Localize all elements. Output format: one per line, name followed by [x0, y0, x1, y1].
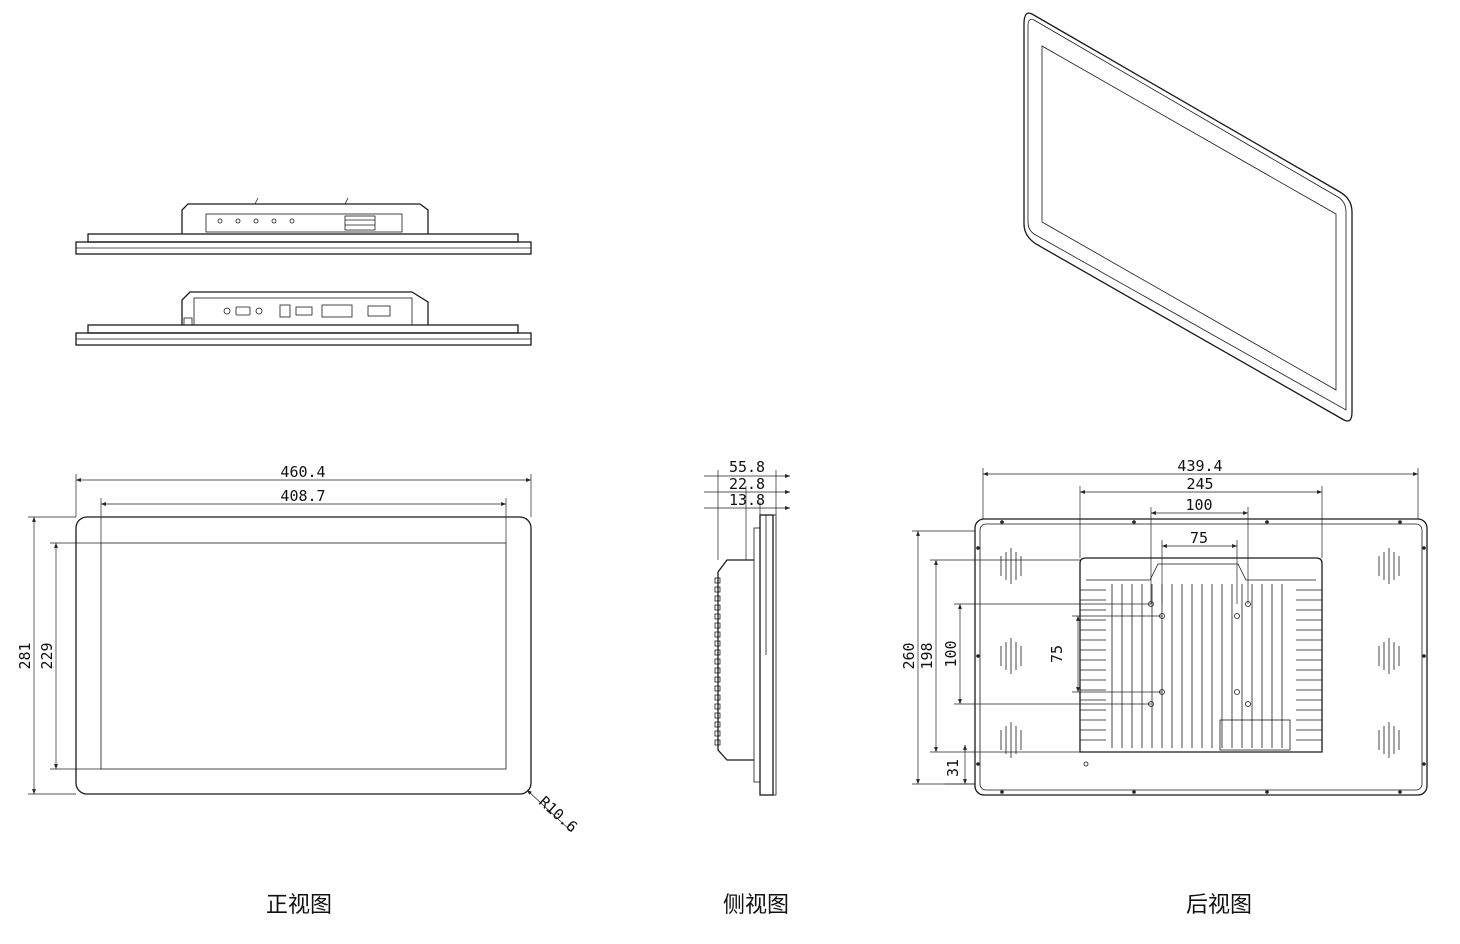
- dim-mount-span: 245: [1186, 475, 1213, 493]
- dim-total-depth: 55.8: [729, 458, 765, 476]
- vent-grid: [344, 215, 376, 231]
- dim-corner-radius: R10.6: [535, 793, 581, 837]
- hdmi-port-icon: [295, 306, 313, 316]
- vent-cluster: [1000, 722, 1022, 758]
- heatsink-fins: [714, 577, 721, 746]
- dim-vesa-100-v: 100: [942, 640, 960, 667]
- vent-cluster: [1378, 722, 1400, 758]
- dim-vesa-100-h: 100: [1185, 496, 1212, 514]
- back-view: 439.4 245 100 75 260 198 100 75 31: [900, 457, 1428, 796]
- dim-outer-width: 460.4: [280, 463, 325, 481]
- bottom-view: [75, 291, 532, 346]
- dc-jack-icon: [279, 304, 291, 318]
- vent-cluster: [1000, 638, 1022, 674]
- perspective-view: [1023, 12, 1353, 422]
- dim-outer-height: 281: [16, 642, 34, 669]
- caption-back-view: 后视图: [1186, 893, 1252, 918]
- dim-inner-height: 229: [38, 642, 56, 669]
- front-view: 460.4 408.7 281 229 R10.6: [16, 463, 581, 836]
- dim-mount-height: 198: [918, 642, 936, 669]
- mounting-screws: [976, 520, 1426, 794]
- back-heatsink-fins: [1080, 584, 1322, 748]
- dvi-port-icon: [321, 304, 353, 318]
- dim-vesa-75-h: 75: [1190, 529, 1208, 547]
- dim-back-height: 260: [900, 642, 918, 669]
- caption-side-view: 侧视图: [723, 893, 789, 918]
- dim-inner-width: 408.7: [280, 487, 325, 505]
- top-view: [75, 197, 532, 255]
- caption-front-view: 正视图: [266, 893, 332, 918]
- vent-cluster: [1378, 548, 1400, 584]
- port-icon: [223, 307, 231, 315]
- vent-cluster: [1378, 638, 1400, 674]
- usb-port-icon: [235, 306, 251, 316]
- vent-cluster: [1000, 548, 1022, 584]
- dim-mid-depth: 22.8: [729, 475, 765, 493]
- vga-port-icon: [367, 305, 391, 317]
- side-view: 55.8 22.8 13.8: [704, 458, 790, 796]
- dim-vesa-75-v: 75: [1048, 645, 1066, 663]
- dim-bottom-offset: 31: [944, 759, 962, 777]
- dim-bezel-depth: 13.8: [729, 491, 765, 509]
- dim-back-width: 439.4: [1177, 457, 1222, 475]
